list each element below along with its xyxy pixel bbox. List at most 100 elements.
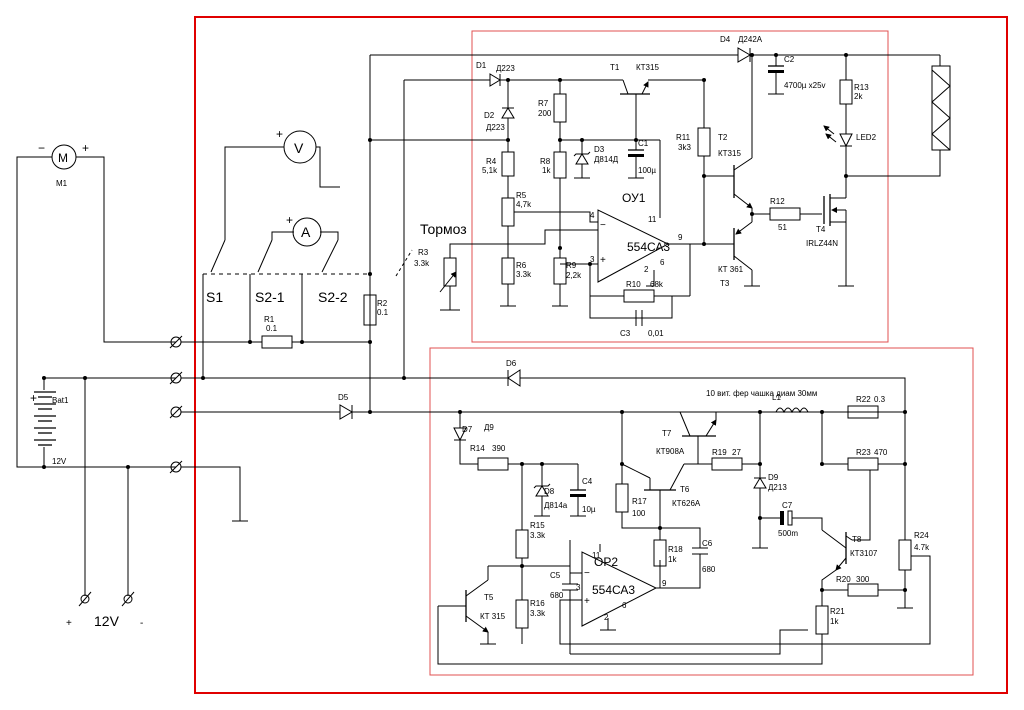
capacitor-c6: C6 680 bbox=[660, 527, 716, 589]
transistor-t3: КТ 361 T3 bbox=[704, 221, 760, 288]
transistor-t6: T6 КТ626А bbox=[621, 463, 701, 540]
svg-text:R14: R14 bbox=[470, 444, 485, 453]
svg-text:200: 200 bbox=[538, 109, 552, 118]
svg-text:9: 9 bbox=[662, 579, 667, 588]
transistor-t8: T8 КТ3107 bbox=[821, 529, 878, 606]
svg-text:3.3k: 3.3k bbox=[530, 609, 546, 618]
svg-text:3.3k: 3.3k bbox=[530, 531, 546, 540]
svg-text:51: 51 bbox=[778, 223, 787, 232]
comparator-ou1: ОУ1 554СА3 − + 4 11 9 3 2 6 bbox=[590, 191, 683, 283]
svg-text:R11: R11 bbox=[676, 133, 691, 142]
resistor-r1: R1 0.1 bbox=[181, 315, 370, 349]
switch-s1: S1 bbox=[202, 146, 284, 378]
svg-text:4.7k: 4.7k bbox=[914, 543, 930, 552]
svg-text:6: 6 bbox=[660, 258, 665, 267]
svg-text:КТ 315: КТ 315 bbox=[480, 612, 506, 621]
transistor-t7: T7 КТ908А bbox=[656, 411, 717, 465]
svg-text:R10: R10 bbox=[626, 280, 641, 289]
transistor-t2: T2 КТ315 bbox=[704, 55, 753, 209]
svg-text:3: 3 bbox=[576, 583, 581, 592]
zener-d3: D3 Д814Д bbox=[573, 140, 619, 179]
svg-text:2,2k: 2,2k bbox=[566, 271, 582, 280]
svg-text:КТ315: КТ315 bbox=[636, 63, 659, 72]
capacitor-c1: C1 100µ bbox=[628, 100, 656, 179]
svg-text:S2-2: S2-2 bbox=[318, 289, 348, 305]
svg-text:T2: T2 bbox=[718, 133, 728, 142]
svg-text:R21: R21 bbox=[830, 607, 845, 616]
switch-s2-2: S2-2 bbox=[301, 231, 348, 342]
switch-s2-1: S2-1 bbox=[249, 231, 294, 342]
svg-text:Д223: Д223 bbox=[496, 64, 515, 73]
svg-text:Д242А: Д242А bbox=[738, 35, 763, 44]
potentiometer-r3: R3 3.3k bbox=[414, 243, 472, 311]
svg-text:R13: R13 bbox=[854, 83, 869, 92]
resistor-r21: R21 1k bbox=[815, 605, 845, 635]
svg-text:2: 2 bbox=[644, 265, 649, 274]
outer-frame bbox=[194, 16, 1008, 694]
svg-text:D1: D1 bbox=[476, 61, 487, 70]
connector-terminals bbox=[169, 335, 183, 474]
svg-text:Д223: Д223 bbox=[486, 123, 505, 132]
svg-text:R6: R6 bbox=[516, 261, 527, 270]
diode-d5: D5 bbox=[338, 393, 370, 420]
svg-text:T8: T8 bbox=[852, 535, 862, 544]
svg-text:680: 680 bbox=[702, 565, 716, 574]
svg-text:1k: 1k bbox=[668, 555, 677, 564]
svg-text:3: 3 bbox=[590, 255, 595, 264]
resistor-r6: R6 3.3k bbox=[500, 257, 532, 307]
svg-text:M1: M1 bbox=[56, 179, 68, 188]
resistor-r8: R8 1k bbox=[540, 151, 567, 258]
svg-text:11: 11 bbox=[592, 551, 601, 560]
svg-text:C6: C6 bbox=[702, 539, 713, 548]
svg-text:КТ315: КТ315 bbox=[718, 149, 741, 158]
svg-text:C3: C3 bbox=[620, 329, 631, 338]
svg-text:T4: T4 bbox=[816, 225, 826, 234]
svg-text:C7: C7 bbox=[782, 501, 793, 510]
svg-text:R22: R22 bbox=[856, 395, 871, 404]
svg-text:+: + bbox=[30, 391, 37, 405]
resistor-r23: R23 470 bbox=[821, 412, 905, 471]
svg-text:+: + bbox=[584, 596, 590, 607]
svg-text:D8: D8 bbox=[544, 487, 555, 496]
svg-text:S2-1: S2-1 bbox=[255, 289, 285, 305]
svg-text:Д814Д: Д814Д bbox=[594, 155, 619, 164]
svg-text:КТ908А: КТ908А bbox=[656, 447, 685, 456]
svg-text:4,7k: 4,7k bbox=[516, 200, 532, 209]
svg-text:Bat1: Bat1 bbox=[52, 396, 69, 405]
svg-text:R19: R19 bbox=[712, 448, 727, 457]
svg-text:R1: R1 bbox=[264, 315, 275, 324]
upper-block-frame bbox=[471, 30, 889, 343]
svg-text:КТ 361: КТ 361 bbox=[718, 265, 744, 274]
svg-text:10 вит. фер чашка диам 30мм: 10 вит. фер чашка диам 30мм bbox=[706, 389, 817, 398]
svg-text:3.3k: 3.3k bbox=[516, 270, 532, 279]
comparator-op2: 554СА3 OP2 − + 11 3 9 2 6 bbox=[576, 551, 667, 627]
svg-text:IRLZ44N: IRLZ44N bbox=[806, 239, 838, 248]
svg-text:R20: R20 bbox=[836, 575, 851, 584]
svg-text:+: + bbox=[600, 255, 606, 266]
svg-text:A: A bbox=[301, 224, 311, 240]
svg-text:100: 100 bbox=[632, 509, 646, 518]
mosfet-t4: T4 IRLZ44N bbox=[806, 150, 854, 287]
svg-text:6: 6 bbox=[622, 601, 627, 610]
svg-text:−: − bbox=[38, 141, 45, 155]
resistor-r2: R2 0.1 bbox=[363, 294, 389, 326]
svg-text:3k3: 3k3 bbox=[678, 143, 691, 152]
diode-d7: D7 Д9 bbox=[453, 412, 494, 465]
svg-text:D4: D4 bbox=[720, 35, 731, 44]
potentiometer-r5: R5 4,7k bbox=[501, 176, 598, 258]
svg-text:−: − bbox=[600, 220, 606, 231]
svg-text:554СА3: 554СА3 bbox=[592, 583, 635, 597]
svg-text:КТ626А: КТ626А bbox=[672, 499, 701, 508]
svg-text:1k: 1k bbox=[830, 617, 839, 626]
svg-text:R12: R12 bbox=[770, 197, 785, 206]
svg-text:T3: T3 bbox=[720, 279, 730, 288]
ammeter: A + bbox=[286, 213, 322, 247]
svg-text:Д213: Д213 bbox=[768, 483, 787, 492]
resistor-r22: R22 0.3 bbox=[847, 395, 886, 419]
svg-text:+: + bbox=[82, 141, 89, 155]
svg-text:3.3k: 3.3k bbox=[414, 259, 430, 268]
svg-text:C1: C1 bbox=[638, 139, 649, 148]
svg-text:4700µ x25v: 4700µ x25v bbox=[784, 81, 826, 90]
svg-text:L1: L1 bbox=[772, 393, 781, 402]
svg-text:Д9: Д9 bbox=[484, 423, 494, 432]
